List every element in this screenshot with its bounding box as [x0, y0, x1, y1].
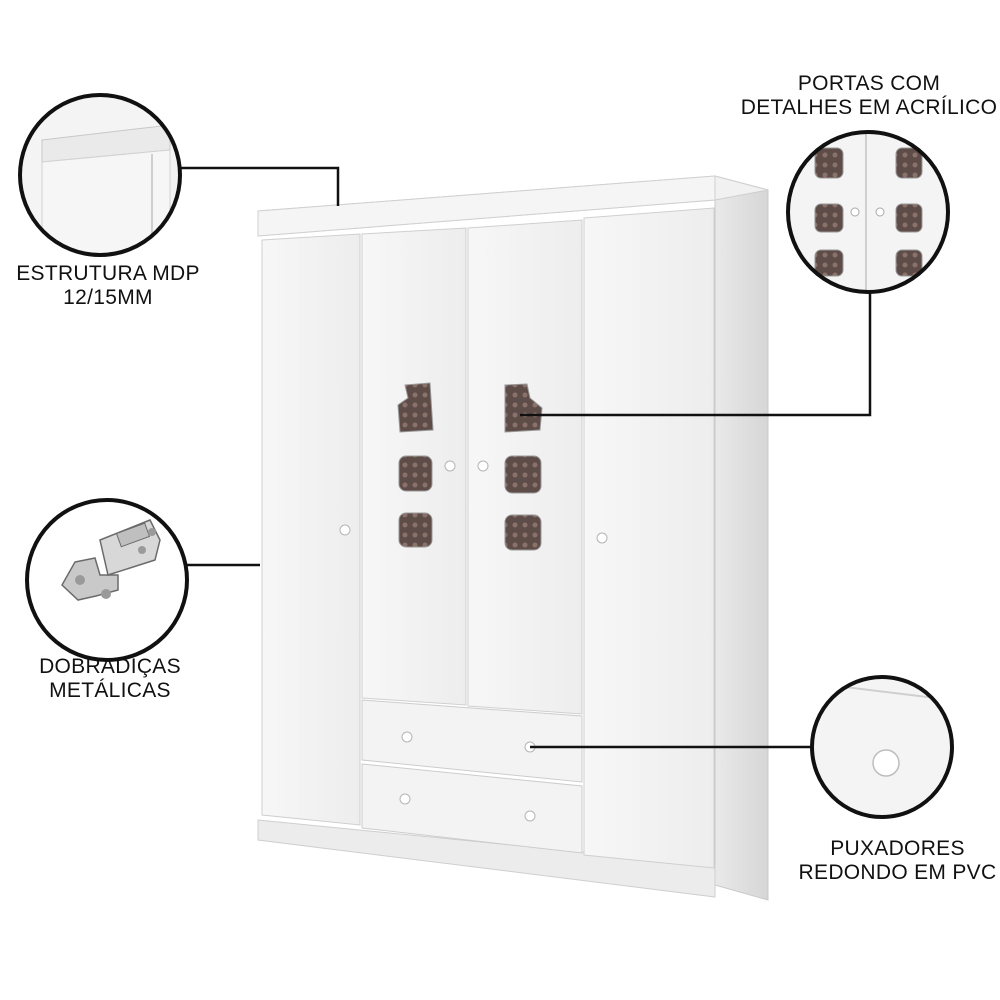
wardrobe-side-panel [714, 175, 769, 901]
doors-label: PORTAS COM DETALHES EM ACRÍLICO [740, 72, 998, 120]
hinges-label: DOBRADIÇAS METÁLICAS [20, 655, 200, 703]
hinges-label-line1: DOBRADIÇAS [39, 655, 181, 678]
drawer-top [361, 699, 583, 783]
doors-detail-circle [786, 130, 950, 294]
knob-icon [872, 749, 900, 777]
doors-label-line2: DETALHES EM ACRÍLICO [740, 96, 998, 119]
structure-label-line1: ESTRUTURA MDP [16, 262, 200, 285]
knobs [339, 460, 608, 822]
wardrobe [257, 175, 769, 901]
hinges-label-line2: METÁLICAS [49, 679, 171, 702]
handles-label: PUXADORES REDONDO EM PVC [795, 837, 1000, 885]
doors-label-line1: PORTAS COM [797, 72, 941, 95]
hinge-detail-circle [25, 498, 189, 662]
handles-label-line1: PUXADORES [830, 837, 965, 860]
door-right [583, 207, 715, 869]
handles-label-line2: REDONDO EM PVC [798, 861, 997, 884]
structure-detail-circle [18, 93, 182, 257]
acrylic-windows-left [397, 382, 434, 548]
acrylic-windows-right [504, 383, 543, 551]
knob-detail-circle [810, 675, 954, 819]
door-left [261, 233, 361, 826]
hinge-icon [61, 519, 161, 601]
drawer-bottom [361, 763, 583, 854]
connector-lines [178, 166, 872, 749]
structure-label-line2: 12/15MM [63, 286, 153, 309]
structure-label: ESTRUTURA MDP 12/15MM [10, 262, 206, 310]
